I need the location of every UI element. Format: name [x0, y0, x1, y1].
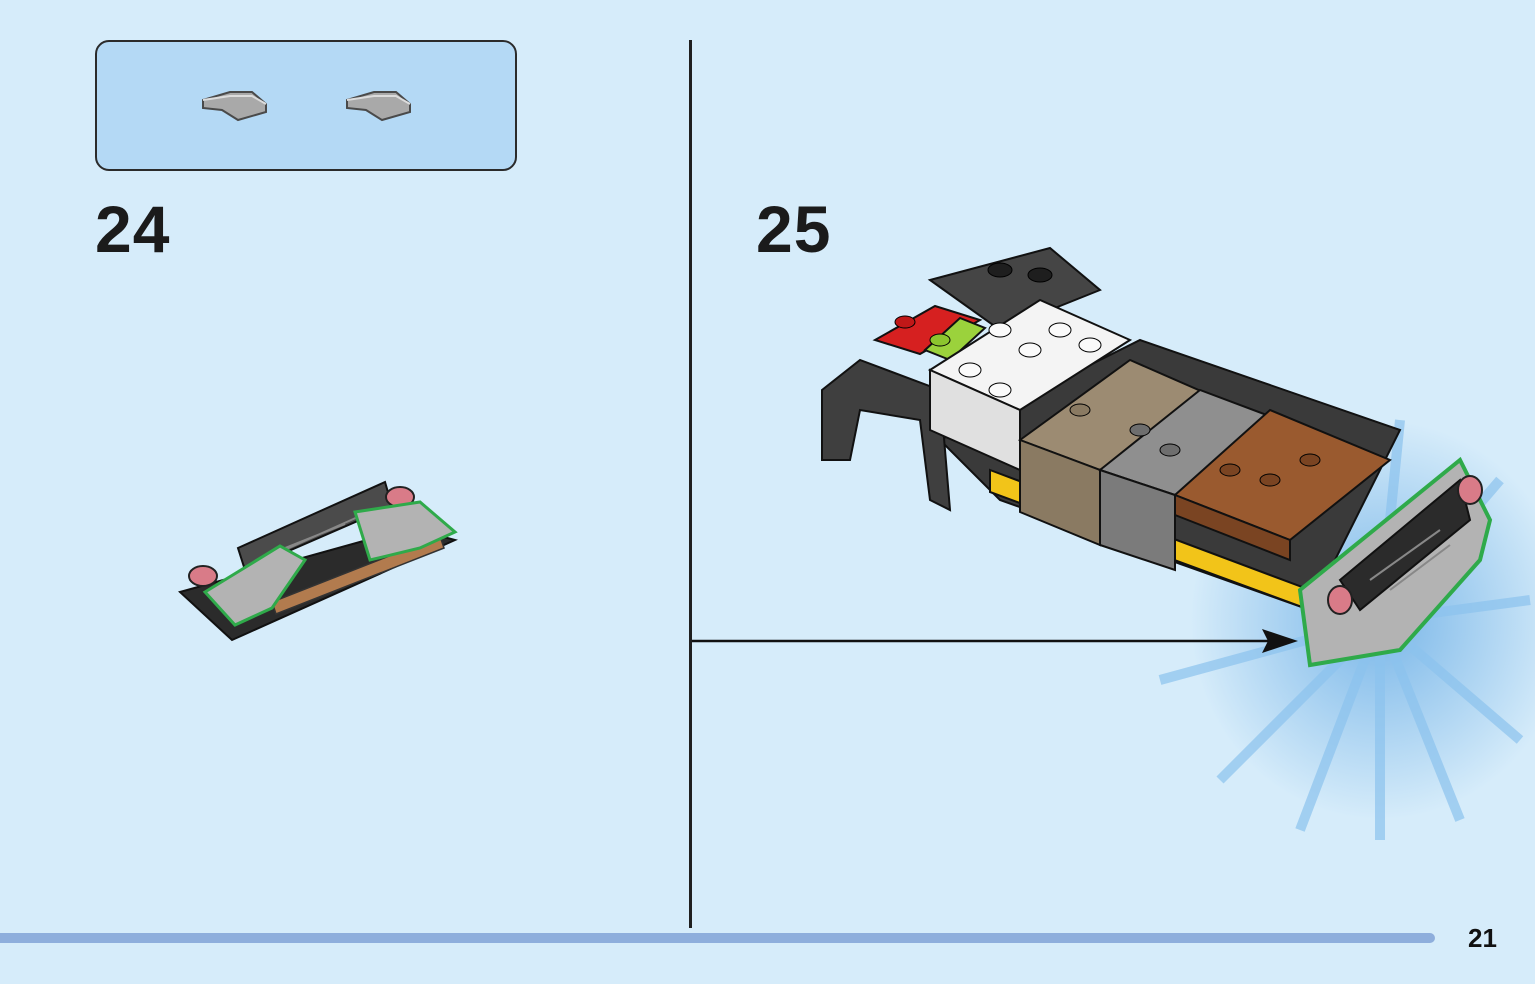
step24-bumper-assembly — [178, 480, 458, 642]
page-number: 21 — [1468, 923, 1497, 953]
curved-slope-gray-icon — [202, 91, 267, 122]
step-number-24: 24 — [95, 192, 171, 266]
parts-callout — [95, 40, 517, 171]
curved-slope-gray-icon — [346, 91, 411, 122]
placement-arrow — [692, 629, 1298, 653]
step-number-25: 25 — [756, 192, 832, 266]
step25-car-chassis — [821, 246, 1493, 668]
step-divider — [689, 40, 692, 928]
footer-bar — [0, 933, 1435, 943]
